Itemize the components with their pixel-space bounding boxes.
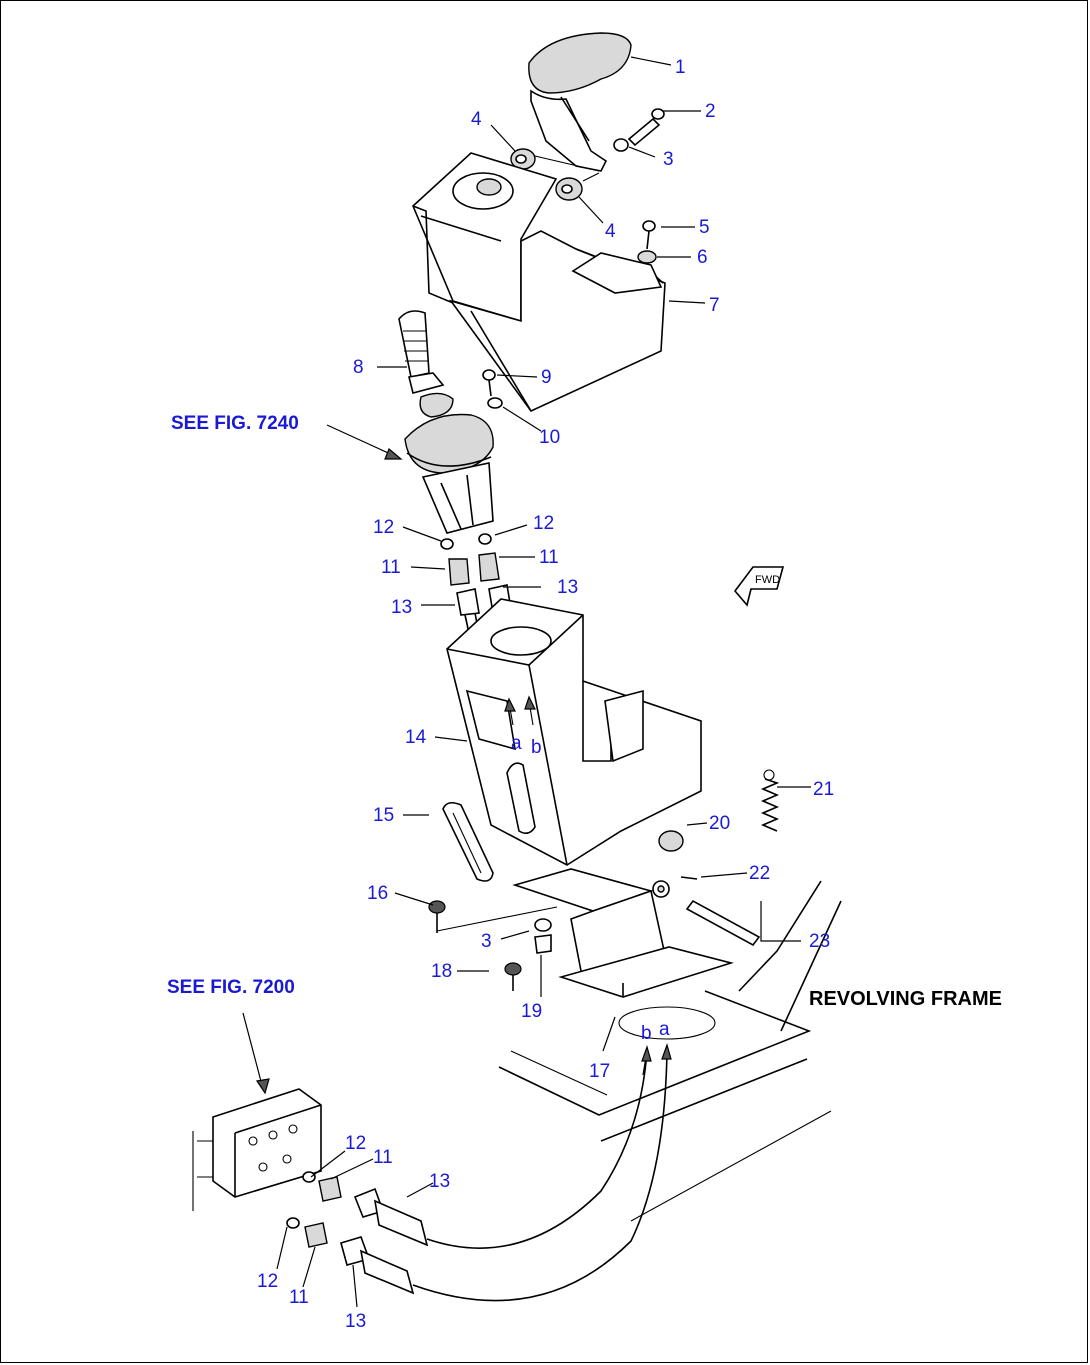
label-part-12: 12 [533, 513, 554, 534]
label-part-13: 13 [557, 577, 578, 598]
label-part-11: 11 [381, 557, 401, 578]
label-part-6: 6 [697, 247, 708, 268]
label-part-21: 21 [813, 779, 834, 800]
fwd-label: FWD [755, 574, 780, 586]
label-part-11: 11 [539, 547, 559, 568]
washer-3-lower [534, 918, 552, 932]
label-a: a [511, 733, 522, 754]
grommet-15 [442, 801, 494, 882]
label-part-11: 11 [289, 1287, 309, 1308]
ref-fig-7200: SEE FIG. 7200 [167, 977, 295, 998]
label-part-17: 17 [589, 1061, 610, 1082]
lever-8 [398, 310, 454, 418]
label-part-4: 4 [605, 221, 616, 242]
bolt-2 [627, 108, 665, 147]
label-part-9: 9 [541, 367, 552, 388]
bushing-20 [658, 830, 684, 852]
label-part-15: 15 [373, 805, 394, 826]
control-valve [192, 1088, 322, 1211]
label-part-7: 7 [709, 295, 720, 316]
label-part-5: 5 [699, 217, 710, 238]
ref-fig-7240: SEE FIG. 7240 [171, 413, 299, 434]
label-part-16: 16 [367, 883, 388, 904]
label-part-1: 1 [675, 57, 686, 78]
label-part-12: 12 [257, 1271, 278, 1292]
label-part-3: 3 [663, 149, 674, 170]
label-part-20: 20 [709, 813, 730, 834]
pilot-valve [404, 413, 494, 534]
bolt-16 [428, 900, 446, 933]
label-part-12: 12 [373, 517, 394, 538]
bolt-18 [504, 962, 522, 991]
label-part-13: 13 [429, 1171, 450, 1192]
revolving-frame-label: REVOLVING FRAME [809, 988, 1002, 1010]
label-a: a [659, 1019, 670, 1040]
nut-19 [534, 934, 552, 954]
label-part-4: 4 [471, 109, 482, 130]
shaft-23 [685, 899, 761, 947]
label-part-8: 8 [353, 357, 364, 378]
label-part-2: 2 [705, 101, 716, 122]
grip-handle [528, 32, 632, 172]
hose-fittings-lower [286, 1043, 672, 1302]
forward-arrow-icon: FWD [733, 566, 785, 607]
label-part-19: 19 [521, 1001, 542, 1022]
spring-21 [760, 769, 780, 832]
label-part-12: 12 [345, 1133, 366, 1154]
label-part-18: 18 [431, 961, 452, 982]
washer-3 [613, 138, 629, 152]
label-b: b [531, 737, 542, 758]
label-part-3: 3 [481, 931, 492, 952]
label-b: b [641, 1023, 652, 1044]
cover-box-7 [412, 152, 666, 413]
label-part-13: 13 [345, 1311, 366, 1332]
bushing-4a [510, 148, 536, 170]
label-part-13: 13 [391, 597, 412, 618]
label-part-22: 22 [749, 863, 770, 884]
stand-14 [446, 598, 702, 866]
label-part-14: 14 [405, 727, 427, 748]
bushing-4b [555, 177, 583, 201]
bolt-9 [482, 369, 496, 397]
label-part-11: 11 [373, 1147, 393, 1168]
revolving-frame [498, 880, 842, 1222]
pin-22 [680, 876, 698, 880]
washer-10 [487, 397, 503, 409]
bracket-17 [512, 868, 734, 998]
leader-lines [242, 56, 811, 1308]
washer-6 [637, 250, 657, 264]
label-part-10: 10 [539, 427, 560, 448]
label-part-23: 23 [809, 931, 830, 952]
bolt-5 [642, 220, 656, 250]
